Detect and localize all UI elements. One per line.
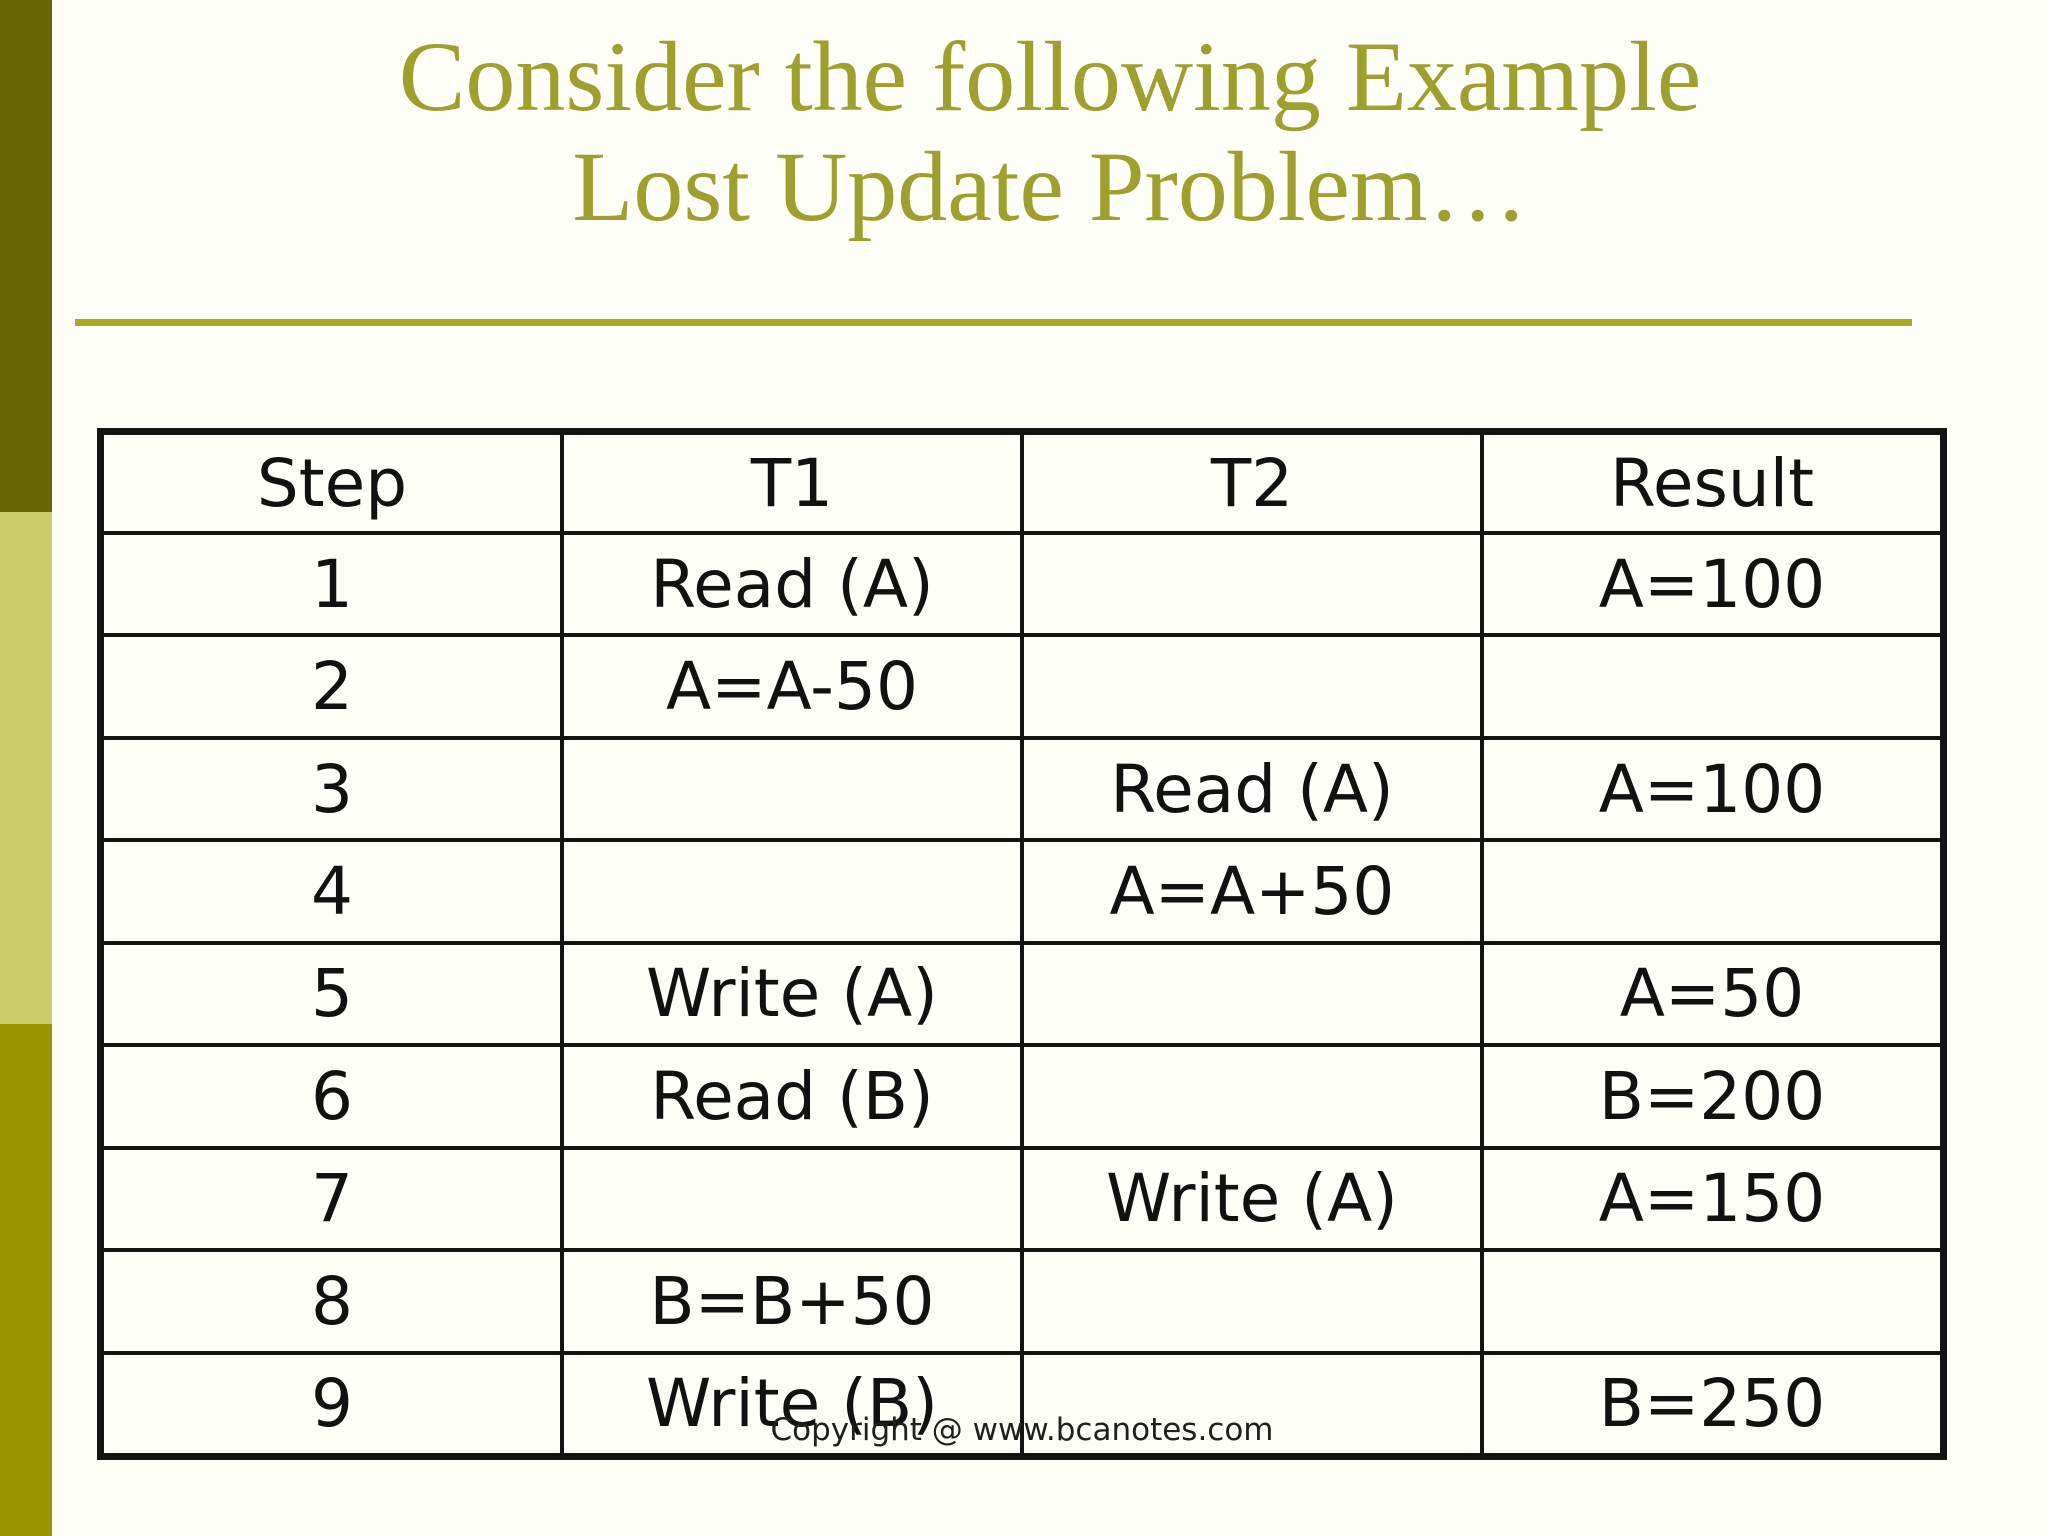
- cell-step: 3: [98, 735, 564, 843]
- cell-t1: [559, 735, 1024, 843]
- sidebar-band-middle: [0, 512, 52, 1024]
- cell-t1: Read (A): [559, 530, 1024, 638]
- cell-step: 4: [98, 838, 564, 945]
- column-header-step: Step: [98, 429, 564, 535]
- cell-result: B=250: [1479, 1350, 1946, 1459]
- cell-result: [1479, 633, 1946, 740]
- column-header-t2: T2: [1019, 429, 1484, 535]
- cell-t1: A=A-50: [559, 633, 1024, 740]
- sidebar-band-bottom: [0, 1024, 52, 1536]
- cell-t2: [1019, 1043, 1484, 1150]
- cell-t1: [559, 1145, 1024, 1253]
- slide-title-line1: Consider the following Example: [398, 21, 1702, 132]
- table-row: 4 A=A+50: [98, 838, 1946, 945]
- cell-t2: [1019, 940, 1484, 1048]
- cell-result: A=100: [1479, 530, 1946, 638]
- cell-t2: [1019, 530, 1484, 638]
- cell-t2: Read (A): [1019, 735, 1484, 843]
- cell-result: B=200: [1479, 1043, 1946, 1150]
- cell-t1: B=B+50: [559, 1248, 1024, 1355]
- cell-result: A=100: [1479, 735, 1946, 843]
- copyright-watermark: Copyright @ www.bcanotes.com: [770, 1412, 1274, 1448]
- cell-step: 6: [98, 1043, 564, 1150]
- slide-title: Consider the following Example Lost Upda…: [52, 22, 2048, 242]
- cell-result: [1479, 1248, 1946, 1355]
- cell-result: A=150: [1479, 1145, 1946, 1253]
- cell-step: 8: [98, 1248, 564, 1355]
- cell-t1: Read (B): [559, 1043, 1024, 1150]
- column-header-result: Result: [1479, 429, 1946, 535]
- cell-step: 5: [98, 940, 564, 1048]
- slide-title-line2: Lost Update Problem…: [572, 131, 1528, 242]
- title-underline: [75, 319, 1912, 326]
- cell-t2: [1019, 1350, 1484, 1459]
- cell-step: 7: [98, 1145, 564, 1253]
- cell-t2: [1019, 1248, 1484, 1355]
- cell-t2: Write (A): [1019, 1145, 1484, 1253]
- cell-result: [1479, 838, 1946, 945]
- cell-result: A=50: [1479, 940, 1946, 1048]
- table-row: 3 Read (A)A=100: [98, 735, 1946, 843]
- cell-step: 9: [98, 1350, 564, 1459]
- cell-step: 1: [98, 530, 564, 638]
- cell-t1: Write (B): [559, 1350, 1024, 1459]
- cell-t1: [559, 838, 1024, 945]
- column-header-t1: T1: [559, 429, 1024, 535]
- sidebar-band-top: [0, 0, 52, 512]
- cell-step: 2: [98, 633, 564, 740]
- cell-t1: Write (A): [559, 940, 1024, 1048]
- cell-t2: [1019, 633, 1484, 740]
- table-row: 7 Write (A)A=150: [98, 1145, 1946, 1253]
- cell-t2: A=A+50: [1019, 838, 1484, 945]
- decorative-sidebar: [0, 0, 52, 1536]
